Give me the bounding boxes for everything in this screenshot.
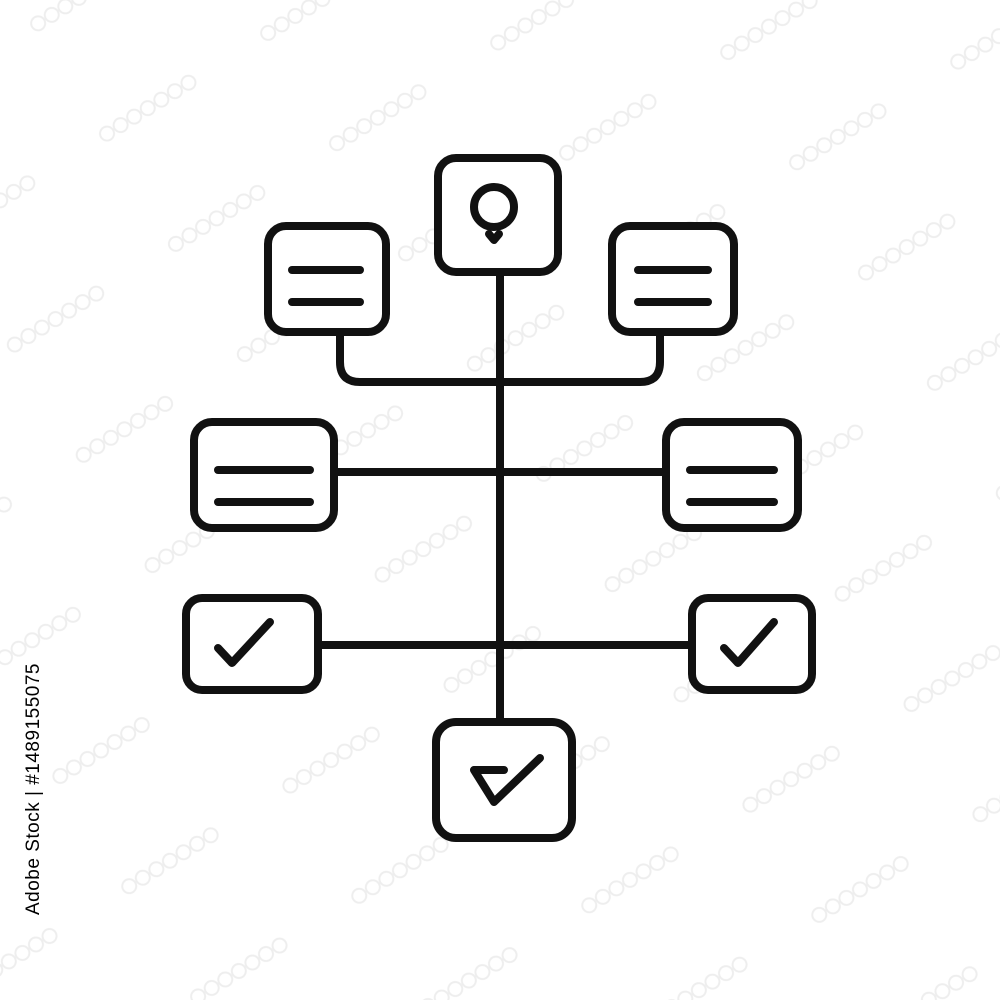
location-pin-icon: [470, 183, 518, 244]
middle-right-node: [662, 418, 802, 532]
upper-left-node: [264, 222, 390, 336]
text-lines-icon: [288, 266, 364, 306]
end-node: [432, 718, 576, 842]
checkmark-icon: [470, 754, 544, 806]
connector-lines: [314, 268, 696, 726]
lower-left-node: [182, 594, 322, 694]
text-lines-icon: [634, 266, 712, 306]
text-lines-icon: [214, 466, 314, 506]
text-lines-icon: [686, 466, 778, 506]
checkmark-icon: [720, 618, 778, 667]
upper-right-node: [608, 222, 738, 336]
checkmark-icon: [214, 618, 274, 667]
stock-id-label: Adobe Stock | #1489155075: [23, 663, 44, 915]
middle-left-node: [190, 418, 338, 532]
upper-branch-connector: [336, 328, 664, 386]
lower-right-node: [688, 594, 816, 694]
root-node: [434, 154, 562, 276]
